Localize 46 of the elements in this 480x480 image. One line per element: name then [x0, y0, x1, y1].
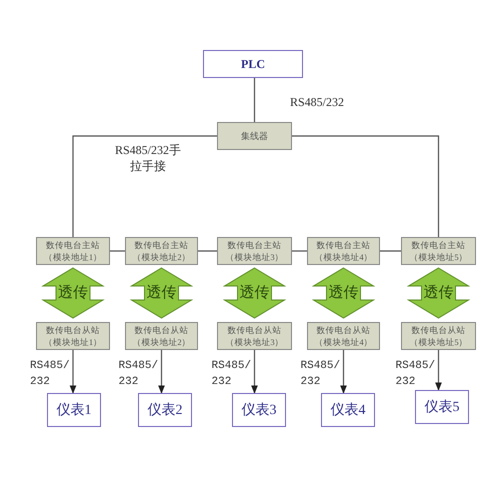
meter-box: 仪表5	[415, 390, 469, 424]
edge-label: RS485/232	[300, 359, 340, 390]
edge-label: RS485/232手拉手接	[114, 142, 182, 174]
meter-box: 仪表3	[232, 393, 286, 427]
double-arrow	[406, 267, 470, 319]
connector-line	[254, 78, 256, 122]
edge-label: 透传	[328, 284, 360, 303]
edge-label: RS485/232	[288, 94, 345, 110]
connector-line	[380, 250, 401, 252]
edge-label: 透传	[57, 284, 89, 303]
arrow	[158, 350, 165, 394]
slave-station-box: 数传电台从站（模块地址1）	[36, 322, 110, 350]
connector-line	[292, 135, 440, 237]
meter-box: 仪表2	[138, 393, 192, 427]
plc-box: PLC	[203, 50, 303, 78]
slave-station-box: 数传电台从站（模块地址5）	[401, 322, 476, 350]
double-arrow	[222, 267, 286, 319]
connector-line	[292, 250, 307, 252]
slave-station-box: 数传电台从站（模块地址2）	[125, 322, 198, 350]
edge-label: RS485/232	[396, 359, 436, 390]
double-arrow	[312, 267, 376, 319]
meter-box: 仪表1	[47, 393, 101, 427]
arrow	[435, 350, 442, 391]
connector-line	[72, 135, 217, 237]
edge-label: 透传	[146, 284, 178, 303]
connector-line	[198, 250, 217, 252]
meter-box: 仪表4	[321, 393, 375, 427]
hub-box: 集线器	[217, 122, 292, 150]
edge-label: 透传	[422, 284, 454, 303]
edge-label: RS485/232	[30, 359, 70, 390]
arrow	[251, 350, 258, 394]
arrow	[70, 350, 76, 394]
master-station-box: 数传电台主站（模块地址4）	[307, 237, 380, 265]
slave-station-box: 数传电台从站（模块地址4）	[307, 322, 380, 350]
double-arrow	[41, 267, 105, 319]
edge-label: RS485/232	[212, 359, 252, 390]
connector-line	[110, 250, 125, 252]
slave-station-box: 数传电台从站（模块地址3）	[217, 322, 292, 350]
arrow	[340, 350, 347, 394]
master-station-box: 数传电台主站（模块地址1）	[36, 237, 110, 265]
edge-label: 透传	[238, 284, 270, 303]
edge-label: RS485/232	[118, 359, 158, 390]
master-station-box: 数传电台主站（模块地址2）	[125, 237, 198, 265]
master-station-box: 数传电台主站（模块地址3）	[217, 237, 292, 265]
master-station-box: 数传电台主站（模块地址5）	[401, 237, 476, 265]
double-arrow	[130, 267, 194, 319]
